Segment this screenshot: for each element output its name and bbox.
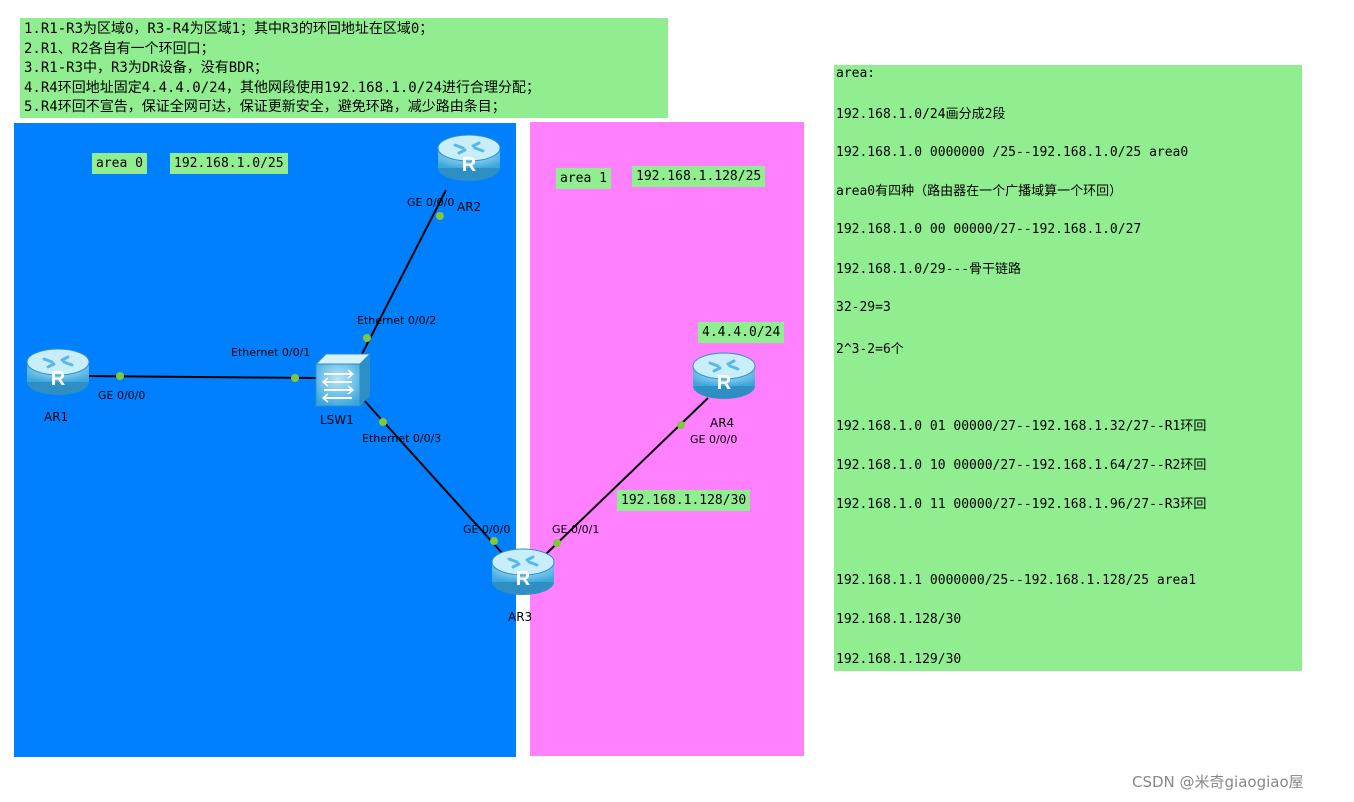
ar2-label: AR2 xyxy=(457,200,482,214)
port-dot xyxy=(379,418,387,426)
port-dot xyxy=(490,537,498,545)
notes-panel[interactable]: area: 192.168.1.0/24画分成2段 192.168.1.0 00… xyxy=(834,65,1302,671)
note-line: 192.168.1.0/29---骨干链路 xyxy=(836,262,1022,277)
ar2-port-label: GE 0/0/0 xyxy=(407,196,455,209)
lsw1-port2-label: Ethernet 0/0/2 xyxy=(357,314,437,327)
note-line: 192.168.1.0 0000000 /25--192.168.1.0/25 … xyxy=(836,145,1189,160)
note-line: 192.168.1.0 00 00000/27--192.168.1.0/27 xyxy=(836,222,1142,237)
area0-network-label[interactable]: 192.168.1.0/25 xyxy=(170,153,288,174)
svg-text:R: R xyxy=(51,368,66,390)
note-line: 192.168.1.0 11 00000/27--192.168.1.96/27… xyxy=(836,497,1207,512)
port-dot xyxy=(677,421,685,429)
port-dot xyxy=(291,374,299,382)
ar3-label: AR3 xyxy=(508,610,533,624)
area1-network-label[interactable]: 192.168.1.128/25 xyxy=(632,166,766,187)
note-line: 2^3-2=6个 xyxy=(836,342,904,357)
router-icon[interactable]: R xyxy=(437,134,501,181)
ar4-label: AR4 xyxy=(710,416,735,430)
note-line: 192.168.1.0 10 00000/27--192.168.1.64/27… xyxy=(836,458,1207,473)
note-line: 192.168.1.1 0000000/25--192.168.1.128/25… xyxy=(836,573,1197,588)
area0-zone xyxy=(14,123,516,757)
ar1-port-label: GE 0/0/0 xyxy=(98,389,146,402)
note-line: area0有四种（路由器在一个广播域算一个环回） xyxy=(836,184,1123,199)
ar4-loopback-label[interactable]: 4.4.4.0/24 xyxy=(698,322,785,343)
area0-label[interactable]: area 0 xyxy=(92,153,147,174)
router-icon[interactable]: R xyxy=(692,352,756,399)
ar3-port1-label: GE 0/0/1 xyxy=(552,523,600,536)
requirement-line: 4.R4环回地址固定4.4.4.0/24，其他网段使用192.168.1.0/2… xyxy=(24,79,541,96)
requirement-line: 5.R4环回不宣告，保证全网可达，保证更新安全，避免环路，减少路由条目； xyxy=(24,99,506,116)
lsw1-port3-label: Ethernet 0/0/3 xyxy=(362,432,442,445)
ar1-label: AR1 xyxy=(44,410,69,424)
svg-text:R: R xyxy=(462,154,477,176)
svg-text:R: R xyxy=(516,568,531,590)
area1-zone xyxy=(530,122,804,756)
requirement-line: 2.R1、R2各自有一个环回口； xyxy=(24,40,215,57)
port-dot xyxy=(553,539,561,547)
lsw1-label: LSW1 xyxy=(320,413,354,427)
svg-text:R: R xyxy=(717,372,732,394)
requirement-line: 1.R1-R3为区域0，R3-R4为区域1；其中R3的环回地址在区域0； xyxy=(24,21,434,37)
router-icon[interactable]: R xyxy=(26,348,90,395)
requirements-note[interactable]: 1.R1-R3为区域0，R3-R4为区域1；其中R3的环回地址在区域0； 2.R… xyxy=(20,18,668,118)
switch-icon[interactable] xyxy=(314,353,372,407)
note-line: 192.168.1.0 01 00000/27--192.168.1.32/27… xyxy=(836,419,1207,434)
note-line: 192.168.1.129/30 xyxy=(836,652,962,667)
ar3-port0-label: GE 0/0/0 xyxy=(463,523,511,536)
port-dot xyxy=(436,212,444,220)
note-line: 192.168.1.128/30 xyxy=(836,612,962,627)
note-line: 32-29=3 xyxy=(836,300,891,315)
link-ar1-lsw1[interactable] xyxy=(85,375,317,379)
link-lsw1-ar2[interactable] xyxy=(359,189,447,359)
area1-label[interactable]: area 1 xyxy=(556,168,611,189)
requirement-line: 3.R1-R3中，R3为DR设备，没有BDR； xyxy=(24,60,269,77)
watermark: CSDN @米奇giaogiao屋 xyxy=(1132,773,1304,791)
ar4-port-label: GE 0/0/0 xyxy=(690,433,738,446)
note-line: 192.168.1.0/24画分成2段 xyxy=(836,107,1006,122)
port-dot xyxy=(116,372,124,380)
lsw1-port1-label: Ethernet 0/0/1 xyxy=(231,346,311,359)
note-line: area: xyxy=(836,66,876,81)
ar3-ar4-link-network-label[interactable]: 192.168.1.128/30 xyxy=(617,490,751,511)
port-dot xyxy=(363,334,371,342)
router-icon[interactable]: R xyxy=(491,548,555,595)
